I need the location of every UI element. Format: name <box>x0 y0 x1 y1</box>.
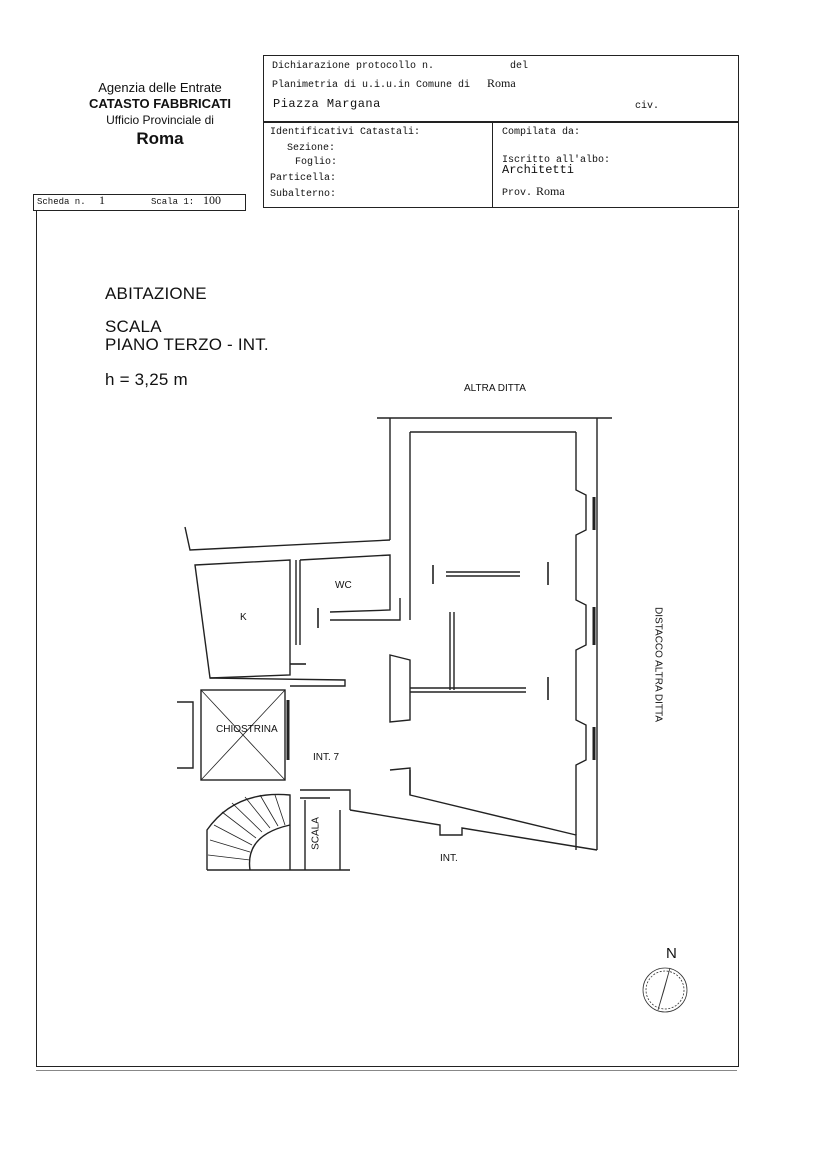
scheda-label: Scheda n. <box>37 197 86 207</box>
iscritto-label: Iscritto all'albo: <box>502 155 611 166</box>
dichiarazione-label: Dichiarazione protocollo n. <box>272 61 435 72</box>
catasto-title: CATASTO FABBRICATI <box>88 96 232 112</box>
left-outer-wall <box>184 526 391 551</box>
drawing-frame <box>36 210 739 1067</box>
agency-name: Agenzia delle Entrate <box>98 80 222 95</box>
left-shaft <box>177 701 194 769</box>
plan-title: ABITAZIONE <box>105 284 207 303</box>
planimetria-label: Planimetria di u.i.u.in Comune di <box>272 80 471 91</box>
chiostrina-cross <box>200 689 286 781</box>
central-partition <box>449 612 455 690</box>
pier-lower <box>389 767 411 795</box>
upper-partition <box>446 571 520 577</box>
stair-inner <box>248 824 291 871</box>
north-label: N <box>666 945 677 962</box>
stair-treads <box>207 794 286 861</box>
compilata-label: Compilata da: <box>502 127 581 138</box>
subalterno-label: Subalterno: <box>270 189 337 200</box>
kitchen-lower-wall <box>209 677 346 687</box>
cadastral-divider <box>492 121 493 207</box>
north-arrow <box>642 967 688 1013</box>
room-chiostrina-label: CHIOSTRINA <box>216 724 278 735</box>
pier-left <box>389 654 411 723</box>
protocol-box <box>263 55 739 123</box>
lower-partition <box>410 687 526 693</box>
scheda-value: 1 <box>99 193 105 207</box>
room-int-label: INT. <box>440 853 458 864</box>
frame-bottom-line <box>36 1070 737 1071</box>
kitchen-outline <box>194 559 291 679</box>
scala-ratio-label: Scala 1: <box>151 197 195 207</box>
cadastral-box <box>263 121 739 208</box>
particella-label: Particella: <box>270 173 337 184</box>
del-label: del <box>510 61 529 72</box>
scheda-box <box>33 194 246 211</box>
room-k-label: K <box>240 612 247 623</box>
albo-value: Architetti <box>502 163 575 177</box>
comune-value: Roma <box>487 76 516 90</box>
bottom-wall-right <box>409 770 577 850</box>
identificativi-label: Identificativi Catastali: <box>270 127 421 138</box>
foglio-label: Foglio: <box>295 157 338 168</box>
right-wall-inner <box>575 432 587 835</box>
prov-label: Prov. <box>502 188 533 199</box>
wc-outline <box>299 554 391 613</box>
door-marks <box>317 562 549 700</box>
agency-city: Roma <box>136 128 184 148</box>
wc-lower-wall <box>330 598 401 621</box>
altra-ditta-label: ALTRA DITTA <box>464 383 526 394</box>
plan-piano-line: PIANO TERZO - INT. <box>105 335 269 354</box>
ufficio-label: Ufficio Provinciale di <box>106 112 214 127</box>
stair-outer <box>206 793 291 870</box>
distacco-label: DISTACCO ALTRA DITTA <box>652 606 664 722</box>
bottom-wall-outer <box>349 809 598 851</box>
room-int7-label: INT. 7 <box>313 752 340 763</box>
address-value: Piazza Margana <box>273 97 381 111</box>
agency-header: Agenzia delle Entrate CATASTO FABBRICATI… <box>60 80 260 149</box>
kitchen-wc-wall <box>295 560 301 645</box>
scala-corridor <box>300 789 351 870</box>
plan-height-line: h = 3,25 m <box>105 370 188 389</box>
prov-value: Roma <box>536 184 565 198</box>
room-wc-label: WC <box>335 580 352 591</box>
chiostrina-outline <box>200 689 286 781</box>
sezione-label: Sezione: <box>287 143 336 154</box>
civ-label: civ. <box>635 101 660 112</box>
room-scala-label: SCALA <box>310 817 322 850</box>
scala-ratio-value: 100 <box>203 193 221 207</box>
plan-scala-line: SCALA <box>105 317 162 336</box>
